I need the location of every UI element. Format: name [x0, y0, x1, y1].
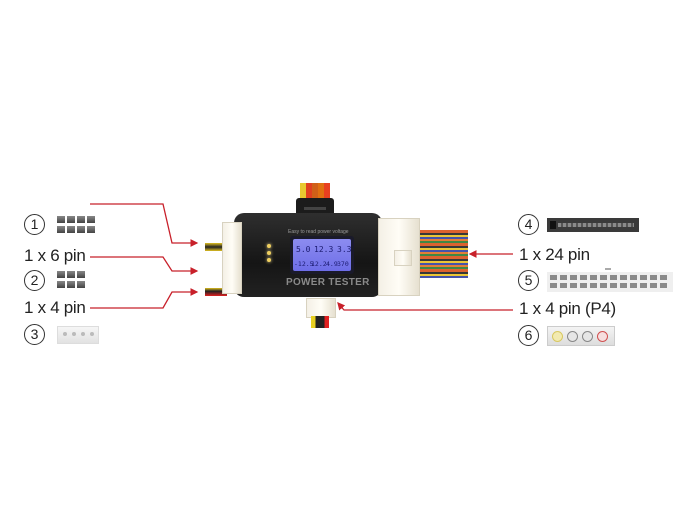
status-led-1 [267, 244, 271, 248]
molex-power-connector-icon [547, 326, 615, 346]
item-number-1: 1 [24, 214, 45, 235]
arrow-item-p4 [337, 302, 513, 311]
item-number-2: 2 [24, 270, 45, 291]
lcd-value-5v: 5.0 [296, 245, 311, 254]
lcd-value-12v2: 12.2 [311, 260, 327, 268]
status-led-3 [267, 258, 271, 262]
24-pin-connector-icon [547, 268, 673, 292]
item-number-3: 3 [24, 324, 45, 345]
item-number-4: 4 [518, 214, 539, 235]
lcd-value-3v: 3.3 [337, 245, 352, 254]
6pin-cable [205, 243, 227, 251]
atx-latch [394, 250, 412, 266]
label-24-pin: 1 x 24 pin [519, 245, 590, 264]
sata-connector-icon [547, 218, 639, 232]
top-cable [300, 183, 330, 201]
bottom-molex-plug [306, 298, 336, 318]
label-6-pin: 1 x 6 pin [24, 246, 86, 265]
lcd-value-pg: 370 [337, 260, 349, 268]
left-connector-block [222, 222, 242, 294]
label-p4: 1 x 4 pin (P4) [519, 299, 616, 318]
item-number-5: 5 [518, 270, 539, 291]
status-led-2 [267, 251, 271, 255]
bottom-cable [311, 316, 329, 328]
molex-4-pin-connector-icon [57, 326, 99, 344]
4pin-cable [205, 288, 227, 296]
atx-cable-bundle [418, 230, 468, 278]
arrow-item-1 [90, 203, 199, 247]
label-4-pin: 1 x 4 pin [24, 298, 86, 317]
arrow-item-6pin [90, 256, 199, 275]
4-pin-connector-icon [57, 271, 91, 289]
item-number-6: 6 [518, 325, 539, 346]
lcd-value-12v: 12.3 [314, 245, 334, 254]
brand-label: POWER TESTER [286, 277, 370, 288]
arrow-item-4pin [90, 288, 199, 309]
lcd-value-5vsb: 4.9 [326, 260, 338, 268]
lcd-value-neg12v: -12.5 [294, 260, 314, 268]
6-pin-connector-icon [57, 216, 101, 234]
lcd-caption: Easy to read power voltage [288, 229, 349, 235]
lcd-screen [293, 239, 351, 271]
